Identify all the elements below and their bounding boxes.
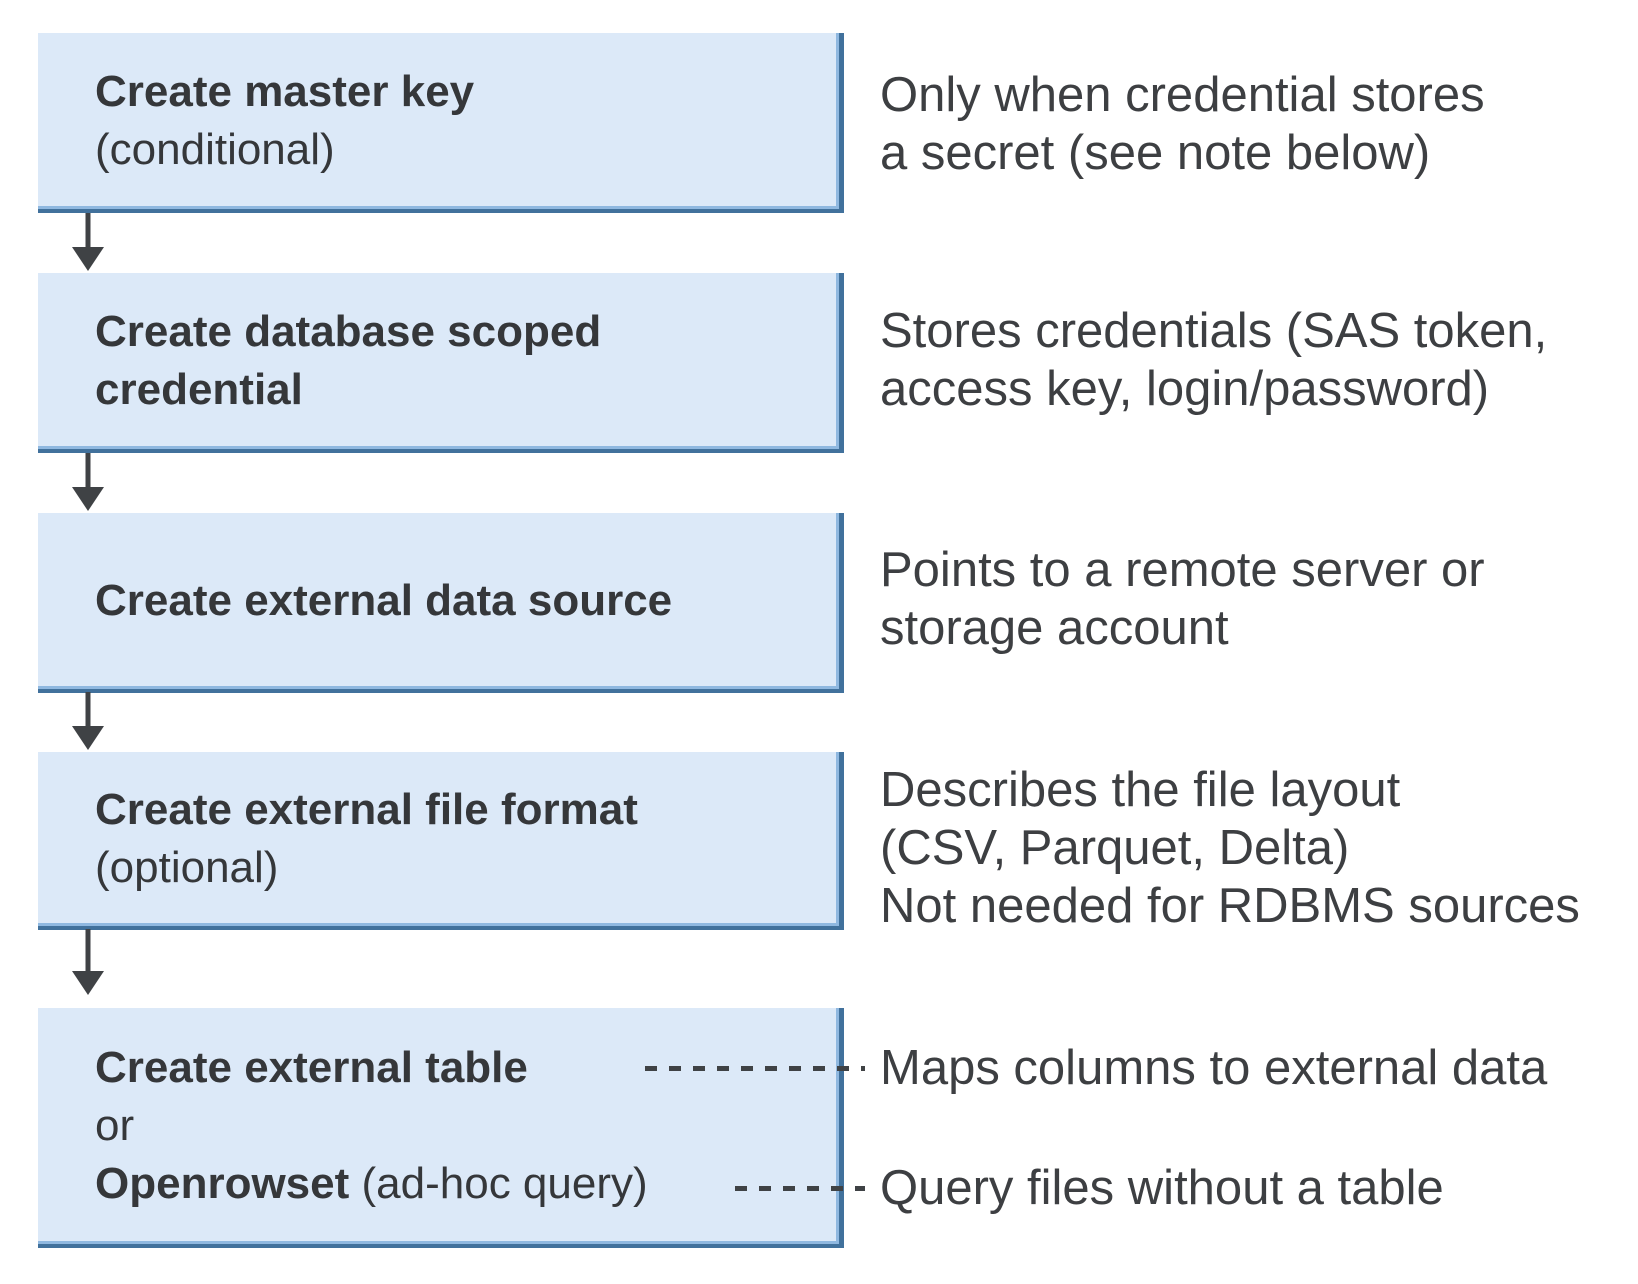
note-line: Maps columns to external data bbox=[880, 1041, 1548, 1095]
step-box-external-data-source: Create external data source bbox=[38, 513, 844, 693]
note-line: a secret (see note below) bbox=[880, 126, 1431, 180]
note-line: Describes the file layout bbox=[880, 763, 1401, 817]
arrow-stem bbox=[85, 213, 91, 251]
step-qualifier: (optional) bbox=[95, 843, 279, 892]
note-line: (CSV, Parquet, Delta) bbox=[880, 821, 1350, 875]
down-arrow-icon bbox=[72, 213, 104, 271]
note-line: Stores credentials (SAS token, bbox=[880, 304, 1548, 358]
step-box-external-file-format: Create external file format (optional) bbox=[38, 752, 844, 930]
note-line: access key, login/password) bbox=[880, 362, 1490, 416]
arrow-stem bbox=[85, 692, 91, 730]
step-title: Create external file format bbox=[95, 785, 638, 834]
down-arrow-icon bbox=[72, 453, 104, 511]
arrow-head bbox=[72, 726, 104, 750]
step-or-label: or bbox=[95, 1101, 135, 1150]
step-title: Create master key bbox=[95, 67, 475, 116]
down-arrow-icon bbox=[72, 929, 104, 995]
step-title: Create external table bbox=[95, 1043, 528, 1092]
step-box-database-scoped-credential: Create database scoped credential bbox=[38, 273, 844, 453]
note-line: Query files without a table bbox=[880, 1161, 1444, 1215]
dashed-connector-external-table bbox=[645, 1066, 865, 1071]
arrow-head bbox=[72, 971, 104, 995]
down-arrow-icon bbox=[72, 692, 104, 750]
note-data-source: Points to a remote server or storage acc… bbox=[880, 541, 1485, 657]
arrow-head bbox=[72, 487, 104, 511]
step-box-create-master-key: Create master key (conditional) bbox=[38, 33, 844, 213]
arrow-stem bbox=[85, 929, 91, 975]
note-line: storage account bbox=[880, 601, 1229, 655]
step-title-alt: Openrowset (ad-hoc query) bbox=[95, 1159, 648, 1208]
note-external-table: Maps columns to external data bbox=[880, 1039, 1547, 1097]
step-qualifier: (conditional) bbox=[95, 125, 335, 174]
arrow-stem bbox=[85, 453, 91, 491]
note-line: Only when credential stores bbox=[880, 68, 1485, 122]
step-box-external-table-openrowset: Create external table or Openrowset (ad-… bbox=[38, 1008, 844, 1248]
note-scoped-credential: Stores credentials (SAS token, access ke… bbox=[880, 302, 1547, 418]
step-title: Create external data source bbox=[95, 576, 673, 625]
note-openrowset: Query files without a table bbox=[880, 1159, 1444, 1217]
step-title: credential bbox=[95, 365, 303, 414]
dashed-connector-openrowset bbox=[735, 1186, 865, 1191]
step-title: Create database scoped bbox=[95, 307, 602, 356]
arrow-head bbox=[72, 247, 104, 271]
note-file-format: Describes the file layout (CSV, Parquet,… bbox=[880, 761, 1580, 935]
note-line: Points to a remote server or bbox=[880, 543, 1485, 597]
note-line: Not needed for RDBMS sources bbox=[880, 879, 1580, 933]
note-master-key: Only when credential stores a secret (se… bbox=[880, 66, 1485, 182]
